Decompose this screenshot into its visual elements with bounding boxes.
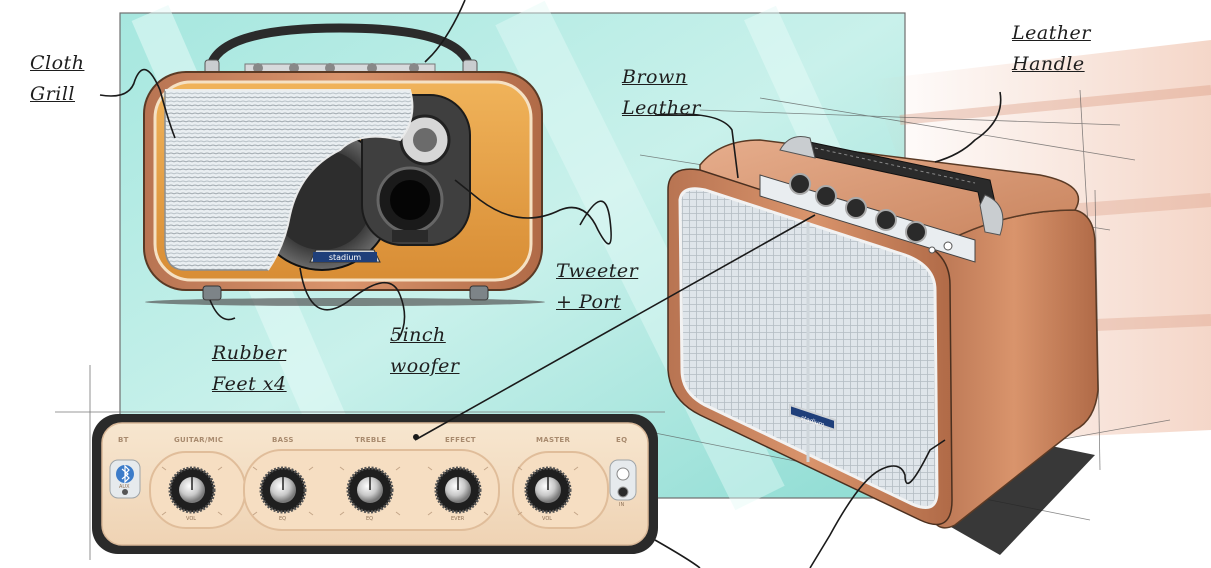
knob-guitar-mic[interactable] — [168, 466, 216, 514]
jack-label-aux: AUX — [119, 484, 130, 490]
jack-label-in: IN — [619, 502, 625, 508]
callout-brown-line2: Leather — [622, 97, 701, 119]
jack-icon — [617, 486, 629, 498]
tweeter-port-plate — [361, 94, 471, 246]
knob-sublabel-3: EQ — [366, 516, 374, 522]
callout-woofer-line1: 5inch — [390, 324, 446, 346]
bluetooth-button[interactable] — [109, 459, 141, 499]
callout-handle-line1: Leather — [1012, 22, 1091, 44]
front-logo-text: stadium — [329, 253, 362, 262]
callout-cloth-line1: Cloth — [30, 52, 85, 74]
leader-dot — [413, 434, 419, 440]
front-handle — [205, 23, 475, 75]
microphone-icon — [616, 467, 630, 481]
knob-sublabel-2: EQ — [279, 516, 287, 522]
callout-tweeter-port: Tweeter + Port — [556, 256, 638, 318]
callout-brown-leather: Brown Leather — [622, 62, 701, 124]
callout-cloth-line2: Grill — [30, 83, 75, 105]
knob-sublabel-5: VOL — [542, 516, 553, 522]
leather-handle — [779, 136, 1004, 236]
callout-woofer: 5inch woofer — [390, 320, 460, 382]
eq-input[interactable] — [609, 459, 637, 501]
panel-label-master: MASTER — [536, 436, 571, 444]
front-logo-badge: stadium — [309, 249, 381, 263]
knob-sublabel-1: VOL — [186, 516, 197, 522]
knob-effect[interactable] — [434, 466, 482, 514]
callout-tweeter-line1: Tweeter — [556, 260, 639, 282]
callout-woofer-line2: woofer — [390, 355, 460, 377]
knob-master[interactable] — [524, 466, 572, 514]
callout-tweeter-line2: + Port — [556, 291, 622, 313]
callout-feet-line1: Rubber — [212, 342, 287, 364]
leader-lines — [99, 0, 1002, 568]
perspective-top-knobs — [789, 173, 953, 254]
callout-brown-line1: Brown — [622, 66, 688, 88]
front-view-speaker: stadium — [143, 23, 545, 306]
panel-label-treble: TREBLE — [355, 436, 387, 444]
panel-label-eq: EQ — [616, 436, 628, 444]
callout-rubber-feet: Rubber Feet x4 — [212, 338, 287, 400]
panel-label-bass: BASS — [272, 436, 294, 444]
panel-label-bt: BT — [118, 436, 129, 444]
panel-label-effect: EFFECT — [445, 436, 476, 444]
callout-leather-handle: Leather Handle — [1012, 18, 1091, 80]
panel-label-guitar-mic: GUITAR/MIC — [174, 436, 224, 444]
bluetooth-icon — [121, 464, 130, 484]
knob-sublabel-4: EVER — [451, 516, 465, 522]
callout-cloth-grill: Cloth Grill — [30, 48, 84, 110]
callout-feet-line2: Feet x4 — [212, 373, 287, 395]
knob-treble[interactable] — [346, 466, 394, 514]
callout-handle-line2: Handle — [1012, 53, 1085, 75]
control-panel — [55, 365, 665, 560]
rubber-feet — [145, 285, 545, 306]
knob-bass[interactable] — [259, 466, 307, 514]
